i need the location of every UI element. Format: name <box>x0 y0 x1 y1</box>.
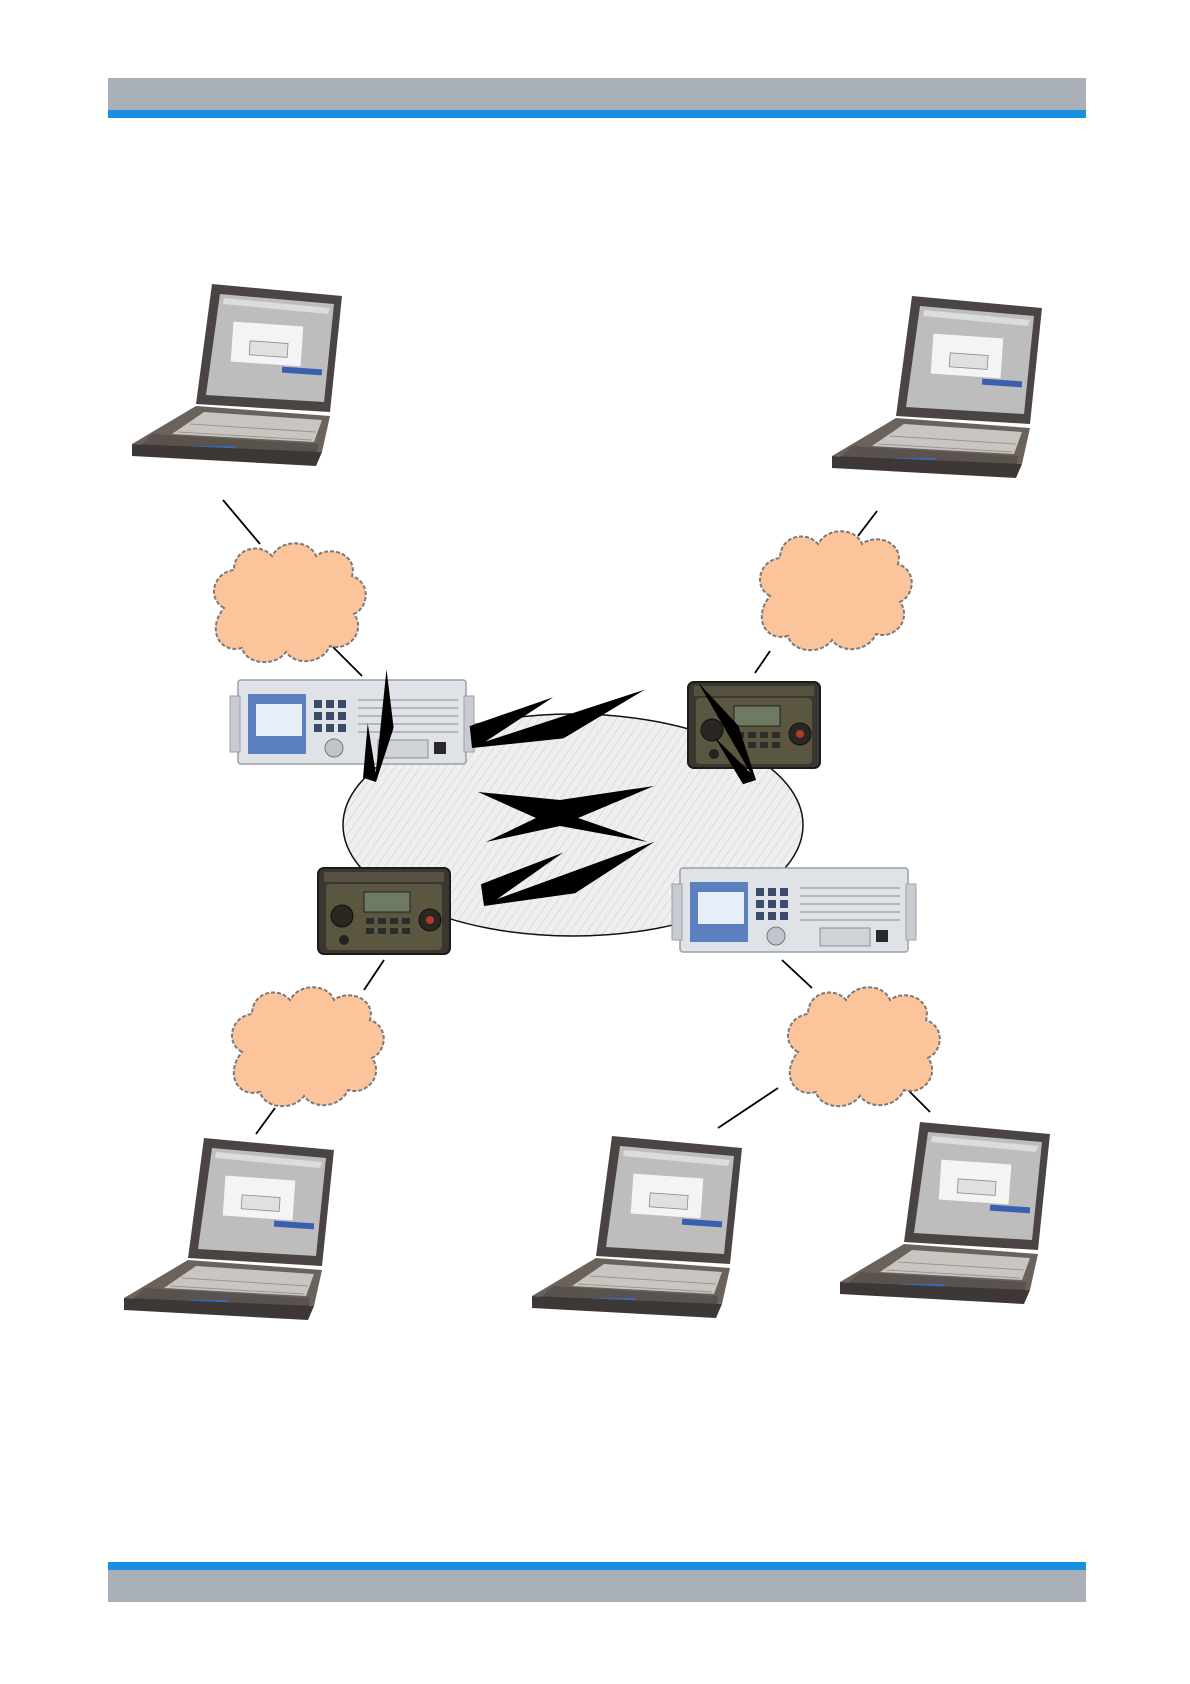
tactical-radio-bottom-left <box>318 868 450 954</box>
network-cloud-bottom-left <box>232 987 384 1106</box>
network-cloud-top-left <box>214 543 366 662</box>
rack-radio-top-left <box>230 680 474 764</box>
laptop-bottom-right <box>840 1122 1050 1304</box>
footer-bar <box>108 1570 1086 1602</box>
laptop-bottom-left <box>124 1138 334 1320</box>
rack-radio-bottom-right <box>672 868 916 952</box>
laptop-bottom-center <box>532 1136 742 1318</box>
footer-accent-line <box>108 1562 1086 1570</box>
laptop-top-right <box>832 296 1042 478</box>
network-cloud-bottom-right <box>788 987 940 1106</box>
laptop-top-left <box>132 284 342 466</box>
network-cloud-top-right <box>760 531 912 650</box>
